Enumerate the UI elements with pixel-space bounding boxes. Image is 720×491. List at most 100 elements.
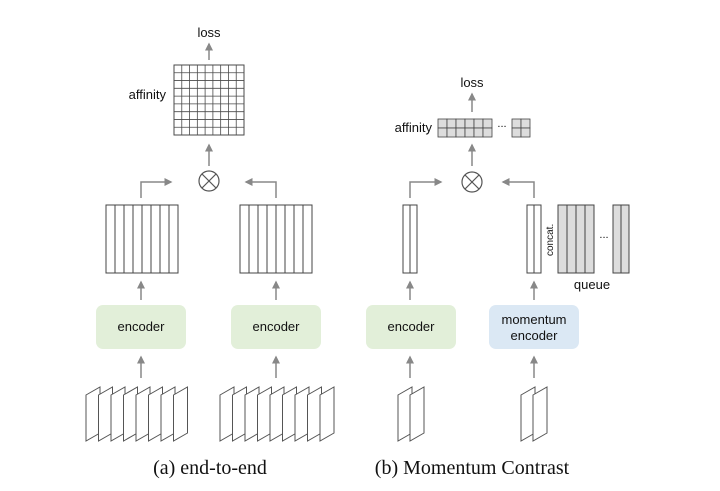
feature-bar	[533, 204, 542, 274]
affinity-cell	[473, 127, 484, 138]
affinity-cell	[482, 127, 493, 138]
input-image	[135, 386, 151, 442]
affinity-label: affinity	[129, 87, 167, 102]
affinity-cell	[455, 127, 466, 138]
input-image	[123, 386, 138, 442]
key-feature	[526, 204, 542, 274]
affinity-cell	[520, 127, 531, 138]
feature-bar	[257, 204, 268, 274]
queue-label: queue	[574, 277, 610, 292]
encoder-box	[366, 305, 456, 349]
input-image	[98, 386, 113, 442]
feature-bar	[620, 204, 630, 274]
momentum-encoder-label-line1: momentum	[501, 312, 566, 327]
feature-bar	[239, 204, 250, 274]
input-image	[85, 386, 101, 442]
feature-bar	[584, 204, 595, 274]
input-images-left	[85, 386, 188, 442]
encoder-label-right: encoder	[253, 319, 301, 334]
feature-bar	[248, 204, 259, 274]
encoder-box-left	[96, 305, 186, 349]
affinity-cell	[464, 118, 475, 129]
query-to-product-arrow	[140, 178, 173, 198]
input-image	[232, 386, 247, 442]
affinity-cell	[464, 127, 475, 138]
query-feature	[402, 204, 418, 274]
dot-product-icon	[461, 171, 483, 193]
queue-features	[557, 204, 595, 274]
affinity-cell	[437, 118, 448, 129]
encoder-box-right	[231, 305, 321, 349]
feature-bar	[105, 204, 116, 274]
affinity-cell	[511, 118, 522, 129]
loss-label: loss	[460, 75, 484, 90]
input-image	[319, 386, 335, 442]
momentum-encoder-box	[489, 305, 579, 349]
feature-bar	[575, 204, 586, 274]
feature-bar	[266, 204, 277, 274]
feature-bar	[150, 204, 161, 274]
input-image	[160, 386, 176, 442]
input-image	[532, 386, 548, 442]
input-image	[257, 386, 272, 442]
key-to-product-arrow	[501, 178, 535, 198]
affinity-matrix	[173, 64, 245, 136]
affinity-cell	[437, 127, 448, 138]
affinity-row-end	[511, 118, 531, 138]
input-image	[307, 386, 322, 442]
feature-bar	[159, 204, 170, 274]
input-image	[269, 386, 285, 442]
caption-momentum-contrast: (b) Momentum Contrast	[375, 457, 570, 479]
queue-features-end	[612, 204, 630, 274]
feature-bar	[302, 204, 313, 274]
feature-bar	[409, 204, 418, 274]
key-feature-stack	[239, 204, 313, 274]
input-image	[294, 386, 310, 442]
affinity-cell	[446, 127, 457, 138]
feature-bar	[612, 204, 622, 274]
feature-bar	[284, 204, 295, 274]
input-image	[219, 386, 235, 442]
affinity-cell	[482, 118, 493, 129]
input-image	[110, 386, 126, 442]
input-image	[173, 386, 188, 442]
panel-momentum-contrast: loss affinity ... concat. ... queue enco…	[366, 75, 630, 479]
affinity-cell	[511, 127, 522, 138]
affinity-cell	[520, 118, 531, 129]
feature-bar	[132, 204, 143, 274]
momentum-encoder-label-line2: encoder	[511, 328, 559, 343]
affinity-label: affinity	[395, 120, 433, 135]
matrix-border	[173, 64, 245, 136]
affinity-cell	[446, 118, 457, 129]
concat-label: concat.	[545, 224, 556, 256]
feature-bar	[141, 204, 152, 274]
input-images-query	[397, 386, 425, 442]
feature-bar	[123, 204, 134, 274]
feature-bar	[566, 204, 577, 274]
feature-bar	[275, 204, 286, 274]
affinity-cell	[455, 118, 466, 129]
encoder-label-left: encoder	[118, 319, 166, 334]
input-image	[282, 386, 297, 442]
query-to-product-arrow	[409, 178, 443, 198]
loss-label: loss	[197, 25, 221, 40]
affinity-row	[437, 118, 493, 138]
input-images-key	[520, 386, 548, 442]
feature-bar	[168, 204, 179, 274]
affinity-ellipsis: ...	[497, 118, 506, 130]
queue-ellipsis: ...	[599, 229, 608, 241]
feature-bar	[293, 204, 304, 274]
dot-product-icon	[198, 170, 220, 192]
input-image	[244, 386, 260, 442]
input-image	[148, 386, 163, 442]
query-feature-stack	[105, 204, 179, 274]
feature-bar	[526, 204, 535, 274]
affinity-cell	[473, 118, 484, 129]
caption-end-to-end: (a) end-to-end	[153, 457, 267, 479]
panel-end-to-end: loss affinity encoder encoder (a) end-to…	[85, 25, 335, 479]
input-images-right	[219, 386, 335, 442]
feature-bar	[557, 204, 568, 274]
key-to-product-arrow	[244, 178, 277, 198]
feature-bar	[114, 204, 125, 274]
